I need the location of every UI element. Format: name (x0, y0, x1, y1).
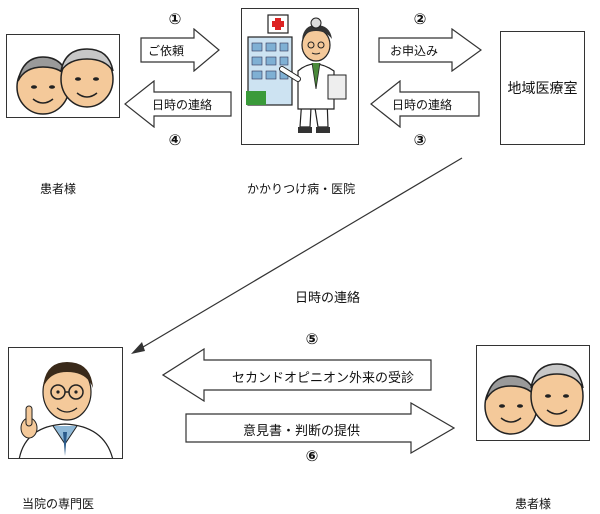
clinic-box (241, 8, 359, 145)
patient-label-top: 患者様 (40, 182, 77, 196)
step-2-label: お申込み (390, 44, 439, 58)
step-5-label: セカンドオピニオン外来の受診 (232, 371, 415, 386)
step-4-number: ④ (168, 131, 182, 149)
step-3-number: ③ (413, 131, 427, 149)
step-6-label: 意見書・判断の提供 (243, 424, 361, 439)
specialist-box (8, 347, 123, 459)
step-5-number: ⑤ (305, 330, 319, 348)
step-1-label: ご依頼 (148, 44, 185, 58)
regional-office-box: 地域医療室 (500, 31, 585, 145)
patient-box-bottom (476, 345, 590, 441)
step-2-number: ② (413, 10, 427, 28)
diagonal-label: 日時の連絡 (295, 291, 361, 306)
specialist-label: 当院の専門医 (22, 497, 95, 511)
step-5-arrow: セカンドオピニオン外来の受診 (162, 348, 432, 402)
regional-office-label: 地域医療室 (507, 81, 578, 97)
step-1-number: ① (168, 10, 182, 28)
specialist-doctor-illustration (18, 362, 114, 458)
elderly-couple-illustration (16, 48, 114, 115)
step-2-arrow: お申込み (378, 28, 482, 72)
step-6-arrow: 意見書・判断の提供 (185, 402, 455, 454)
step-6-number: ⑥ (305, 447, 319, 465)
step-1-arrow: ご依頼 (140, 28, 220, 72)
elderly-couple-illustration-bottom (484, 363, 584, 435)
clinic-label: かかりつけ病・医院 (247, 182, 356, 196)
doctor-hospital-illustration (246, 14, 347, 133)
step-3-arrow: 日時の連絡 (370, 80, 480, 128)
step-4-label: 日時の連絡 (152, 98, 213, 112)
patient-box-top (6, 34, 120, 118)
patient-label-bottom: 患者様 (515, 497, 552, 511)
step-3-label: 日時の連絡 (392, 98, 453, 112)
step-4-arrow: 日時の連絡 (124, 80, 232, 128)
